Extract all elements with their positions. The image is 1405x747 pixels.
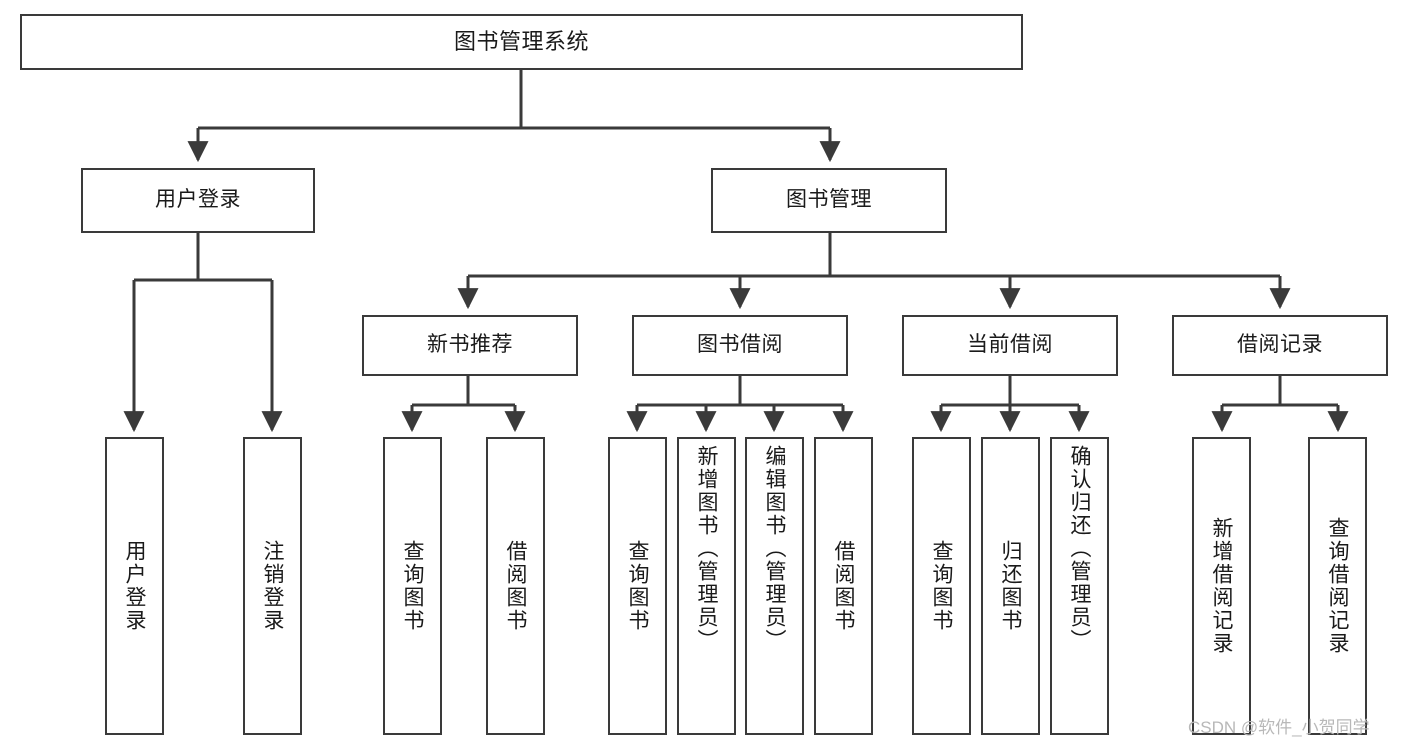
leaf-current-borrow-confirm-return-admin[interactable]: 确认归还（管理员） — [1050, 437, 1109, 735]
node-book-management[interactable]: 图书管理 — [711, 168, 947, 233]
node-user-login[interactable]: 用户登录 — [81, 168, 315, 233]
node-label: 查询借阅记录 — [1326, 517, 1350, 655]
leaf-user-login-logout[interactable]: 注销登录 — [243, 437, 302, 735]
node-new-book-recommend[interactable]: 新书推荐 — [362, 315, 578, 376]
node-label: 查询图书 — [930, 540, 954, 632]
node-label: 借阅记录 — [1237, 333, 1323, 357]
node-label: 新增图书（管理员） — [695, 445, 719, 652]
node-label: 当前借阅 — [967, 333, 1053, 357]
leaf-new-book-borrow-book[interactable]: 借阅图书 — [486, 437, 545, 735]
node-label: 确认归还（管理员） — [1068, 445, 1092, 652]
node-label: 图书管理系统 — [453, 29, 589, 55]
node-label: 用户登录 — [155, 188, 241, 212]
leaf-book-borrow-query-book[interactable]: 查询图书 — [608, 437, 667, 735]
node-label: 归还图书 — [999, 540, 1023, 632]
node-label: 注销登录 — [261, 540, 285, 632]
leaf-current-borrow-query-book[interactable]: 查询图书 — [912, 437, 971, 735]
node-label: 借阅图书 — [504, 540, 528, 632]
node-label: 借阅图书 — [832, 540, 856, 632]
node-book-borrow[interactable]: 图书借阅 — [632, 315, 848, 376]
node-label: 查询图书 — [626, 540, 650, 632]
leaf-user-login-login[interactable]: 用户登录 — [105, 437, 164, 735]
csdn-watermark: CSDN @软件_小贺同学 — [1188, 718, 1370, 737]
node-label: 编辑图书（管理员） — [763, 445, 787, 652]
node-borrow-record[interactable]: 借阅记录 — [1172, 315, 1388, 376]
leaf-borrow-record-query-record[interactable]: 查询借阅记录 — [1308, 437, 1367, 735]
node-label: 查询图书 — [401, 540, 425, 632]
node-label: 图书借阅 — [697, 333, 783, 357]
node-root-book-management-system[interactable]: 图书管理系统 — [20, 14, 1023, 70]
leaf-new-book-query-book[interactable]: 查询图书 — [383, 437, 442, 735]
leaf-current-borrow-return-book[interactable]: 归还图书 — [981, 437, 1040, 735]
leaf-borrow-record-add-record[interactable]: 新增借阅记录 — [1192, 437, 1251, 735]
node-label: 新增借阅记录 — [1210, 517, 1234, 655]
leaf-book-borrow-add-book-admin[interactable]: 新增图书（管理员） — [677, 437, 736, 735]
node-label: 用户登录 — [123, 540, 147, 632]
node-label: 新书推荐 — [427, 333, 513, 357]
node-current-borrow[interactable]: 当前借阅 — [902, 315, 1118, 376]
node-label: 图书管理 — [786, 188, 872, 212]
leaf-book-borrow-borrow-book[interactable]: 借阅图书 — [814, 437, 873, 735]
leaf-book-borrow-edit-book-admin[interactable]: 编辑图书（管理员） — [745, 437, 804, 735]
